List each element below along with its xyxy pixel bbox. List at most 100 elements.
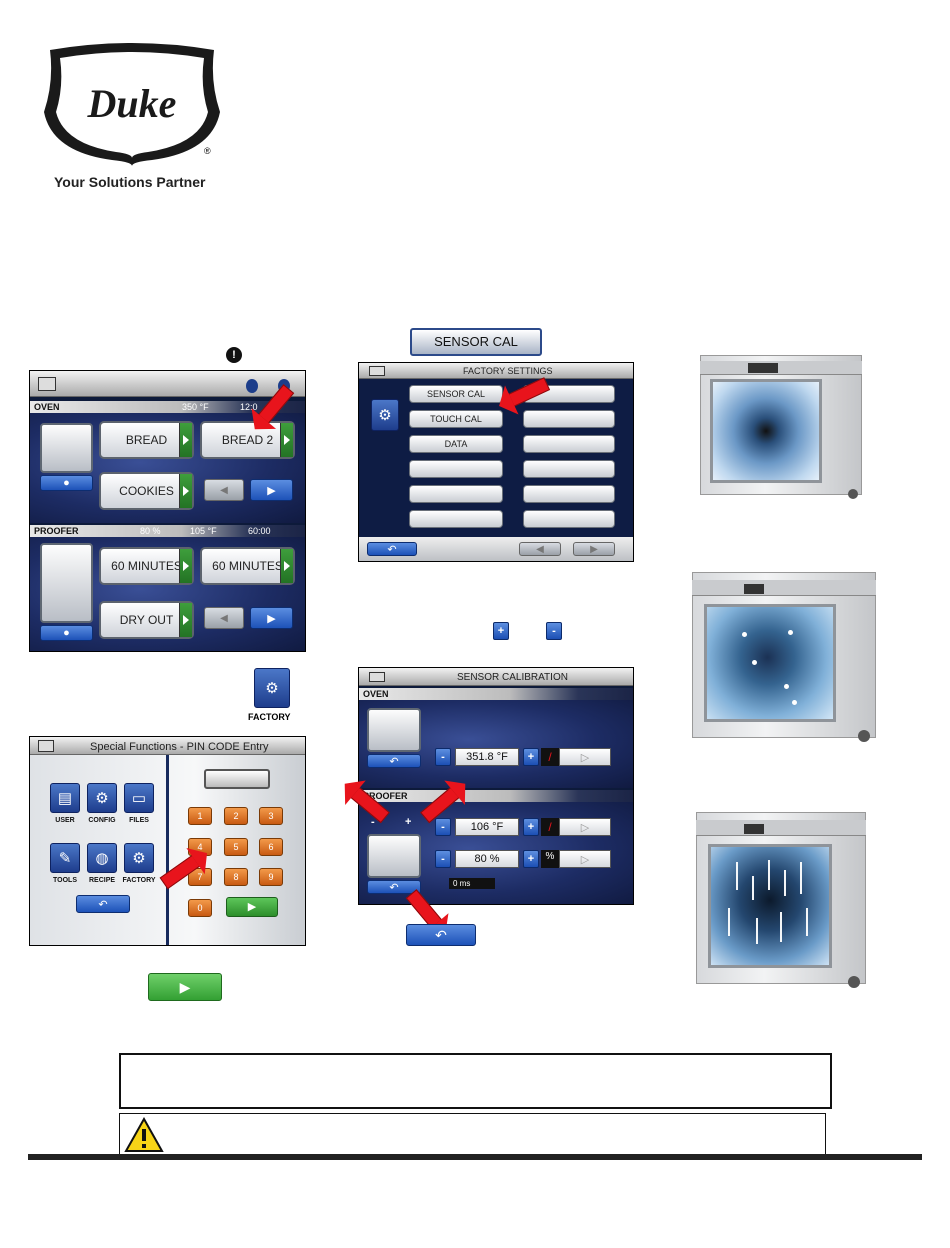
proofer-back-button[interactable]: ↶ bbox=[367, 880, 421, 894]
next-button[interactable]: ▶ bbox=[573, 542, 615, 556]
proofer-image-tile[interactable] bbox=[367, 834, 421, 878]
key-1[interactable]: 1 bbox=[188, 807, 212, 825]
thermometer-icon: / bbox=[541, 818, 559, 836]
prev-page-button[interactable]: ◀ bbox=[204, 479, 244, 501]
proofer-hum-go[interactable]: ▷ bbox=[559, 850, 611, 868]
next-page-button[interactable]: ▶ bbox=[250, 479, 293, 501]
empty-slot bbox=[523, 410, 615, 428]
footer-rule bbox=[28, 1154, 922, 1160]
proofer-header: PROOFER bbox=[359, 790, 633, 802]
key-9[interactable]: 9 bbox=[259, 868, 283, 886]
back-button[interactable]: ↶ bbox=[76, 895, 130, 913]
key-5[interactable]: 5 bbox=[224, 838, 248, 856]
factory-icon[interactable]: ⚙ bbox=[254, 668, 290, 708]
oven-image-tile[interactable] bbox=[40, 423, 93, 473]
key-0[interactable]: 0 bbox=[188, 899, 212, 917]
user-icon[interactable]: ▤ bbox=[50, 783, 80, 813]
oven-go-button[interactable]: ▷ bbox=[559, 748, 611, 766]
proofer-temp-plus[interactable]: + bbox=[523, 818, 539, 836]
proofer-info-button[interactable]: ● bbox=[40, 625, 93, 641]
empty-slot bbox=[523, 485, 615, 503]
back-button-sample[interactable]: ↶ bbox=[406, 924, 476, 946]
cookies-button[interactable]: COOKIES bbox=[99, 472, 194, 510]
tools-icon[interactable]: ✎ bbox=[50, 843, 80, 873]
duke-logo: Duke ® bbox=[40, 42, 224, 166]
alert-icon: ! bbox=[226, 347, 242, 363]
recipe-icon[interactable]: ◍ bbox=[87, 843, 117, 873]
home-icon[interactable] bbox=[38, 377, 56, 391]
thermometer-icon: / bbox=[541, 748, 559, 766]
minus-button-sample[interactable]: - bbox=[546, 622, 562, 640]
bread2-button[interactable]: BREAD 2 bbox=[200, 421, 295, 459]
sensor-cal-button-sample[interactable]: SENSOR CAL bbox=[410, 328, 542, 356]
proofer-temp-minus[interactable]: - bbox=[435, 818, 451, 836]
sensor-cal-item[interactable]: SENSOR CAL bbox=[409, 385, 503, 403]
enter-button[interactable]: ▶ bbox=[226, 897, 278, 917]
status-dot-icon[interactable] bbox=[246, 379, 258, 393]
duke-shield-icon: Duke bbox=[44, 43, 220, 166]
dry-out-button[interactable]: DRY OUT bbox=[99, 601, 194, 639]
key-2[interactable]: 2 bbox=[224, 807, 248, 825]
enter-button-sample[interactable]: ▶ bbox=[148, 973, 222, 1001]
oven-value: 351.8 °F bbox=[455, 748, 519, 766]
cabinet-image-2 bbox=[692, 572, 876, 748]
oven-back-button[interactable]: ↶ bbox=[367, 754, 421, 768]
empty-slot bbox=[409, 460, 503, 478]
factory-icon[interactable]: ⚙ bbox=[124, 843, 154, 873]
config-icon[interactable]: ⚙ bbox=[87, 783, 117, 813]
proofer-hum-minus[interactable]: - bbox=[435, 850, 451, 868]
cabinet-image-3 bbox=[696, 812, 866, 994]
key-3[interactable]: 3 bbox=[259, 807, 283, 825]
sixty-minutes-button-2[interactable]: 60 MINUTES bbox=[200, 547, 295, 585]
proofer-prev-button[interactable]: ◀ bbox=[204, 607, 244, 629]
sixty-minutes-button-1[interactable]: 60 MINUTES bbox=[99, 547, 194, 585]
oven-image-tile[interactable] bbox=[367, 708, 421, 752]
files-icon[interactable]: ▭ bbox=[124, 783, 154, 813]
oven-header: OVEN bbox=[359, 688, 633, 700]
proofer-next-button[interactable]: ▶ bbox=[250, 607, 293, 629]
home-icon[interactable] bbox=[369, 366, 385, 376]
factory-icon[interactable]: ⚙ bbox=[371, 399, 399, 431]
home-icon[interactable] bbox=[38, 740, 54, 752]
tagline: Your Solutions Partner bbox=[54, 174, 206, 190]
proofer-temp-value: 106 °F bbox=[455, 818, 519, 836]
factory-settings-screen: FACTORY SETTINGS ⚙ SENSOR CAL TOUCH CAL … bbox=[358, 362, 634, 562]
proofer-plus-small[interactable]: + bbox=[405, 816, 412, 828]
empty-slot bbox=[409, 510, 503, 528]
pin-screen-title: Special Functions - PIN CODE Entry bbox=[90, 741, 269, 753]
warning-icon bbox=[124, 1117, 164, 1152]
prev-button[interactable]: ◀ bbox=[519, 542, 561, 556]
key-6[interactable]: 6 bbox=[259, 838, 283, 856]
oven-plus-button[interactable]: + bbox=[523, 748, 539, 766]
proofer-minus-small[interactable]: - bbox=[371, 816, 375, 828]
proofer-temp-go[interactable]: ▷ bbox=[559, 818, 611, 836]
ms-readout: 0 ms bbox=[449, 878, 495, 889]
empty-slot bbox=[409, 485, 503, 503]
empty-slot bbox=[523, 510, 615, 528]
empty-slot bbox=[523, 435, 615, 453]
sensor-calibration-screen: SENSOR CALIBRATION OVEN ↶ - 351.8 °F + /… bbox=[358, 667, 634, 905]
warning-box bbox=[119, 1113, 826, 1155]
proofer-hum-plus[interactable]: + bbox=[523, 850, 539, 868]
svg-text:Duke: Duke bbox=[87, 81, 177, 126]
data-item[interactable]: DATA bbox=[409, 435, 503, 453]
touch-cal-item[interactable]: TOUCH CAL bbox=[409, 410, 503, 428]
sensor-calibration-title: SENSOR CALIBRATION bbox=[457, 672, 568, 683]
key-8[interactable]: 8 bbox=[224, 868, 248, 886]
percent-icon: % bbox=[541, 850, 559, 868]
cabinet-image-1 bbox=[700, 355, 862, 505]
pin-entry-screen: Special Functions - PIN CODE Entry ▤ USE… bbox=[29, 736, 306, 946]
pin-input[interactable] bbox=[204, 769, 270, 789]
oven-info-button[interactable]: ● bbox=[40, 475, 93, 491]
factory-icon-label: FACTORY bbox=[248, 712, 291, 722]
factory-settings-title: FACTORY SETTINGS bbox=[463, 366, 553, 376]
plus-button-sample[interactable]: + bbox=[493, 622, 509, 640]
back-button[interactable]: ↶ bbox=[367, 542, 417, 556]
proofer-image-tile[interactable] bbox=[40, 543, 93, 623]
oven-minus-button[interactable]: - bbox=[435, 748, 451, 766]
home-icon[interactable] bbox=[369, 672, 385, 682]
bread-button[interactable]: BREAD bbox=[99, 421, 194, 459]
